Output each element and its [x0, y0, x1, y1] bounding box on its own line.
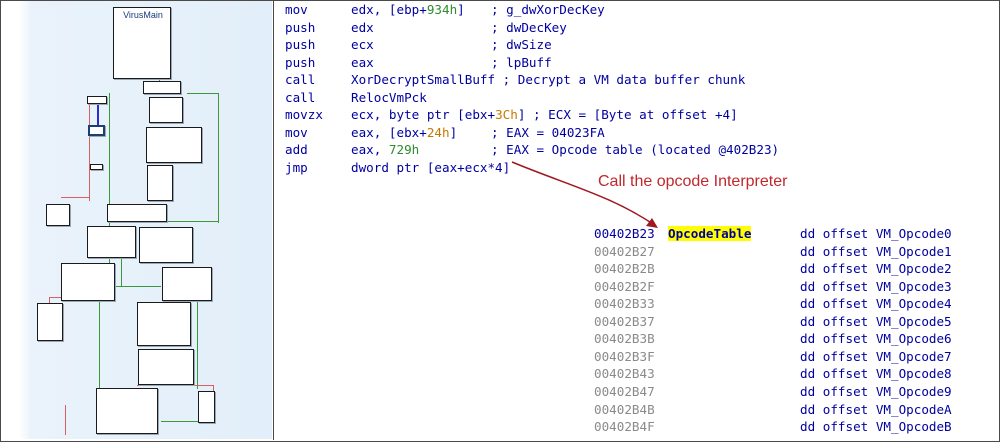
opcode-table-address[interactable]: 00402B4F: [594, 419, 655, 435]
operand: edx, [ebp+934h]: [351, 2, 465, 17]
opcode-table-address[interactable]: 00402B3F: [594, 348, 655, 364]
mnemonic: movzx: [285, 107, 323, 122]
graph-node[interactable]: [138, 349, 194, 385]
mnemonic: mov: [285, 124, 308, 140]
graph-node[interactable]: [96, 388, 158, 434]
graph-node[interactable]: [143, 81, 181, 94]
mnemonic: call: [285, 72, 316, 87]
comment: ; EAX = 04023FA: [491, 124, 605, 140]
operand: eax: [351, 54, 374, 70]
annotation-label: Call the opcode Interpreter: [598, 173, 788, 190]
graph-node[interactable]: [87, 96, 107, 104]
mnemonic: jmp: [285, 159, 308, 175]
opcode-table-entry[interactable]: dd offset VM_Opcode2: [800, 261, 952, 277]
comment: ; lpBuff: [491, 54, 552, 70]
operand: dword ptr [eax+ecx*4]: [351, 159, 511, 175]
graph-node[interactable]: [137, 302, 191, 346]
opcode-table-address[interactable]: 00402B2B: [594, 261, 655, 277]
graph-node[interactable]: [37, 303, 63, 341]
graph-node[interactable]: [46, 204, 70, 226]
opcode-table-entry[interactable]: dd offset VM_Opcode4: [800, 296, 952, 312]
mnemonic: push: [285, 37, 316, 52]
operand: ecx, byte ptr [ebx+3Ch] ; ECX = [Byte at…: [351, 107, 738, 122]
opcode-table-address[interactable]: 00402B4B: [594, 401, 655, 417]
opcode-table-entry[interactable]: dd offset VM_Opcode7: [800, 348, 952, 364]
comment: ; g_dwXorDecKey: [491, 2, 605, 17]
mnemonic: push: [285, 19, 316, 35]
opcode-table-entry[interactable]: dd offset VM_Opcode8: [800, 366, 952, 382]
operand: XorDecryptSmallBuff ; Decrypt a VM data …: [351, 72, 746, 87]
panel-divider: [273, 0, 274, 440]
opcode-table-entry[interactable]: dd offset VM_Opcode6: [800, 331, 952, 347]
opcode-table-address[interactable]: 00402B37: [594, 313, 655, 329]
graph-node-title: VirusMain: [123, 10, 163, 20]
graph-node[interactable]: [149, 97, 183, 123]
opcode-table-entry[interactable]: dd offset VM_Opcode9: [800, 383, 952, 399]
operand: RelocVmPck: [351, 89, 427, 105]
mnemonic: mov: [285, 2, 308, 17]
operand: eax, [ebx+24h]: [351, 124, 458, 140]
opcode-table-address[interactable]: 00402B23: [594, 226, 655, 241]
graph-node-current[interactable]: [88, 125, 105, 136]
opcode-table-entry[interactable]: dd offset VM_Opcode5: [800, 313, 952, 329]
graph-node[interactable]: [139, 227, 193, 263]
mnemonic: call: [285, 89, 316, 105]
opcode-table-entry[interactable]: dd offset VM_OpcodeB: [800, 419, 952, 435]
graph-overview-panel[interactable]: VirusMain: [1, 1, 272, 439]
comment: ; EAX = Opcode table (located @402B23): [491, 142, 780, 157]
mnemonic: add: [285, 142, 308, 157]
opcode-table-address[interactable]: 00402B2F: [594, 278, 655, 294]
comment: ; dwSize: [491, 37, 552, 52]
opcode-table-label[interactable]: OpcodeTable: [668, 226, 752, 241]
graph-node[interactable]: [87, 226, 136, 258]
operand: eax, 729h: [351, 142, 420, 157]
graph-node[interactable]: [146, 127, 202, 163]
operand: edx: [351, 19, 374, 35]
opcode-table-address[interactable]: 00402B43: [594, 366, 655, 382]
opcode-table-address[interactable]: 00402B47: [594, 383, 655, 399]
opcode-table-entry[interactable]: dd offset VM_OpcodeA: [800, 401, 952, 417]
graph-node[interactable]: [107, 204, 167, 222]
opcode-table-entry[interactable]: dd offset VM_Opcode3: [800, 278, 952, 294]
comment: ; dwDecKey: [491, 19, 567, 35]
graph-node[interactable]: [90, 164, 103, 170]
opcode-table-address[interactable]: 00402B33: [594, 296, 655, 312]
opcode-table-address[interactable]: 00402B27: [594, 243, 655, 259]
operand: ecx: [351, 37, 374, 52]
graph-node[interactable]: [162, 267, 212, 301]
opcode-table-entry[interactable]: dd offset VM_Opcode1: [800, 243, 952, 259]
graph-node[interactable]: [198, 391, 215, 423]
graph-node[interactable]: [61, 263, 115, 301]
opcode-table-address[interactable]: 00402B3B: [594, 331, 655, 347]
graph-node[interactable]: [147, 165, 173, 201]
graph-node-virusmain[interactable]: VirusMain: [113, 7, 171, 79]
opcode-table-entry[interactable]: dd offset VM_Opcode0: [800, 226, 952, 241]
mnemonic: push: [285, 54, 316, 70]
